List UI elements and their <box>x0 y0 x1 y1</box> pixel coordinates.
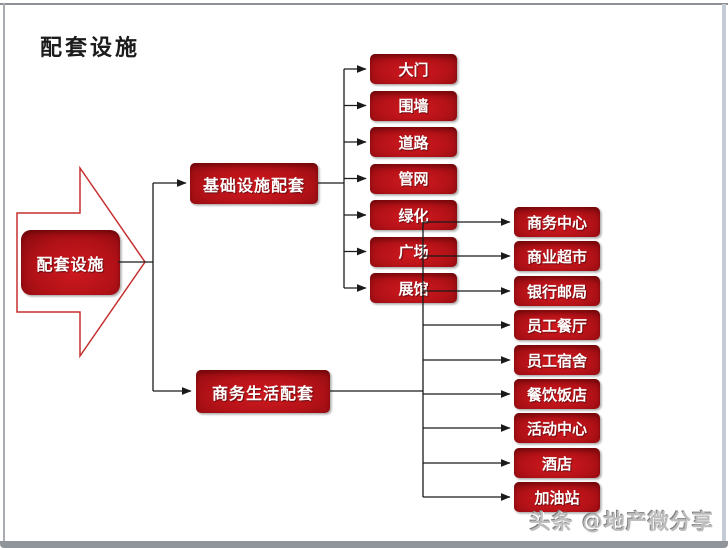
facility-node-gate: 大门 <box>370 54 457 84</box>
slide-border-bottom <box>0 541 728 548</box>
facility-node-supermarket: 商业超市 <box>514 241 600 271</box>
branch-node-business-life: 商务生活配套 <box>196 370 330 413</box>
facility-node-staff-dorm: 员工宿舍 <box>514 345 600 375</box>
facility-node-bank-post: 银行邮局 <box>514 276 600 306</box>
facility-node-staff-canteen: 员工餐厅 <box>514 310 600 340</box>
facility-node-gas-station: 加油站 <box>514 482 600 512</box>
facility-node-restaurants: 餐饮饭店 <box>514 379 600 409</box>
branch-node-infrastructure: 基础设施配套 <box>190 163 318 204</box>
facility-node-activity-center: 活动中心 <box>514 413 600 443</box>
root-node: 配套设施 <box>21 230 120 295</box>
facility-node-exhibition: 展馆 <box>370 273 457 303</box>
facility-node-road: 道路 <box>370 127 457 157</box>
facility-node-greening: 绿化 <box>370 200 457 230</box>
facility-node-business-center: 商务中心 <box>514 207 600 237</box>
facility-node-plaza: 广场 <box>370 236 457 267</box>
facility-node-wall: 围墙 <box>370 90 457 121</box>
page-title: 配套设施 <box>40 36 141 61</box>
facility-node-hotel: 酒店 <box>514 448 600 478</box>
slide-border-right <box>722 4 726 541</box>
slide-border-left <box>3 3 5 541</box>
slide-border-top <box>0 3 728 5</box>
watermark-text: 头条 @地产微分享 <box>529 510 714 534</box>
facility-node-pipes: 管网 <box>370 163 457 194</box>
